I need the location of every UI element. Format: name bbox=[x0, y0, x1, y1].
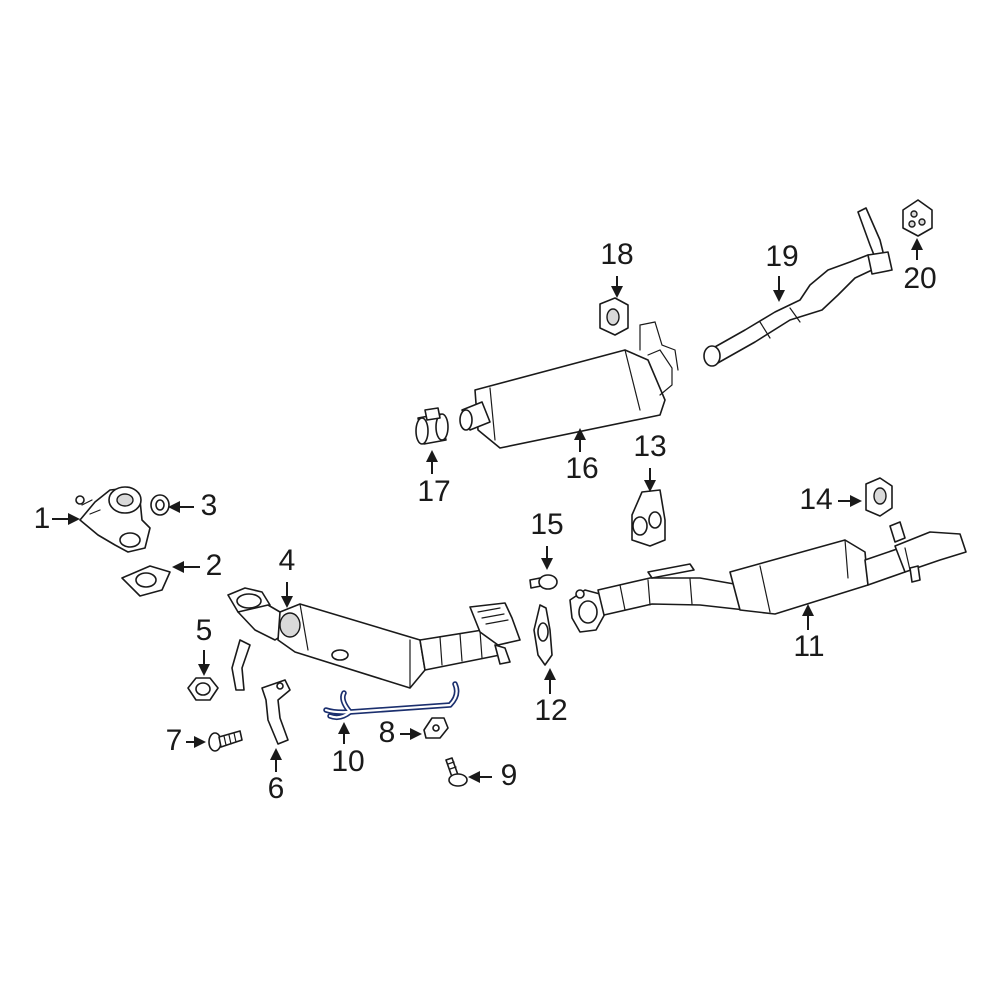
part-5-flange-nut[interactable] bbox=[187, 677, 219, 701]
callout-12[interactable]: 12 bbox=[534, 694, 567, 727]
callout-8[interactable]: 8 bbox=[379, 716, 396, 749]
part-18-insulator[interactable] bbox=[599, 297, 629, 336]
callout-6[interactable]: 6 bbox=[268, 772, 285, 805]
callout-19[interactable]: 19 bbox=[765, 240, 798, 273]
callout-3[interactable]: 3 bbox=[201, 489, 218, 522]
part-20-insulator[interactable] bbox=[902, 199, 933, 237]
part-7-bolt[interactable] bbox=[208, 730, 243, 752]
part-14-rubber-isolator[interactable] bbox=[865, 477, 893, 517]
part-3-nut[interactable] bbox=[150, 494, 170, 516]
part-13-hanger-insulator[interactable] bbox=[631, 489, 666, 547]
part-11-rear-pipe-assembly[interactable] bbox=[569, 521, 967, 633]
part-19-tail-pipe[interactable] bbox=[703, 207, 893, 367]
callout-9[interactable]: 9 bbox=[501, 759, 518, 792]
callout-13[interactable]: 13 bbox=[633, 430, 666, 463]
part-2-gasket[interactable] bbox=[121, 565, 171, 597]
callout-arrows bbox=[52, 238, 923, 783]
callout-16[interactable]: 16 bbox=[565, 452, 598, 485]
part-15-bolt[interactable] bbox=[529, 574, 558, 590]
callout-5[interactable]: 5 bbox=[196, 614, 213, 647]
part-8-clip[interactable] bbox=[423, 717, 449, 739]
callout-20[interactable]: 20 bbox=[903, 262, 936, 295]
part-9-bolt[interactable] bbox=[445, 757, 468, 787]
part-6-bracket[interactable] bbox=[261, 679, 291, 745]
callout-10[interactable]: 10 bbox=[331, 745, 364, 778]
callout-labels: 1 2 3 4 5 6 7 8 9 10 11 12 13 14 15 16 1… bbox=[34, 238, 937, 805]
part-12-gasket[interactable] bbox=[533, 604, 553, 666]
callout-15[interactable]: 15 bbox=[530, 508, 563, 541]
callout-14[interactable]: 14 bbox=[799, 483, 832, 516]
part-16-muffler[interactable] bbox=[459, 321, 679, 449]
callout-17[interactable]: 17 bbox=[417, 475, 450, 508]
part-10-hanger-highlighted[interactable] bbox=[323, 681, 460, 721]
callout-11[interactable]: 11 bbox=[793, 630, 824, 663]
part-17-clamp[interactable] bbox=[415, 407, 449, 445]
callout-18[interactable]: 18 bbox=[600, 238, 633, 271]
part-4-catalytic-converter[interactable] bbox=[227, 587, 521, 691]
callout-4[interactable]: 4 bbox=[279, 544, 296, 577]
callout-7[interactable]: 7 bbox=[166, 724, 183, 757]
part-1-manifold-flange[interactable] bbox=[75, 486, 151, 553]
callout-2[interactable]: 2 bbox=[206, 549, 223, 582]
callout-1[interactable]: 1 bbox=[34, 502, 51, 535]
